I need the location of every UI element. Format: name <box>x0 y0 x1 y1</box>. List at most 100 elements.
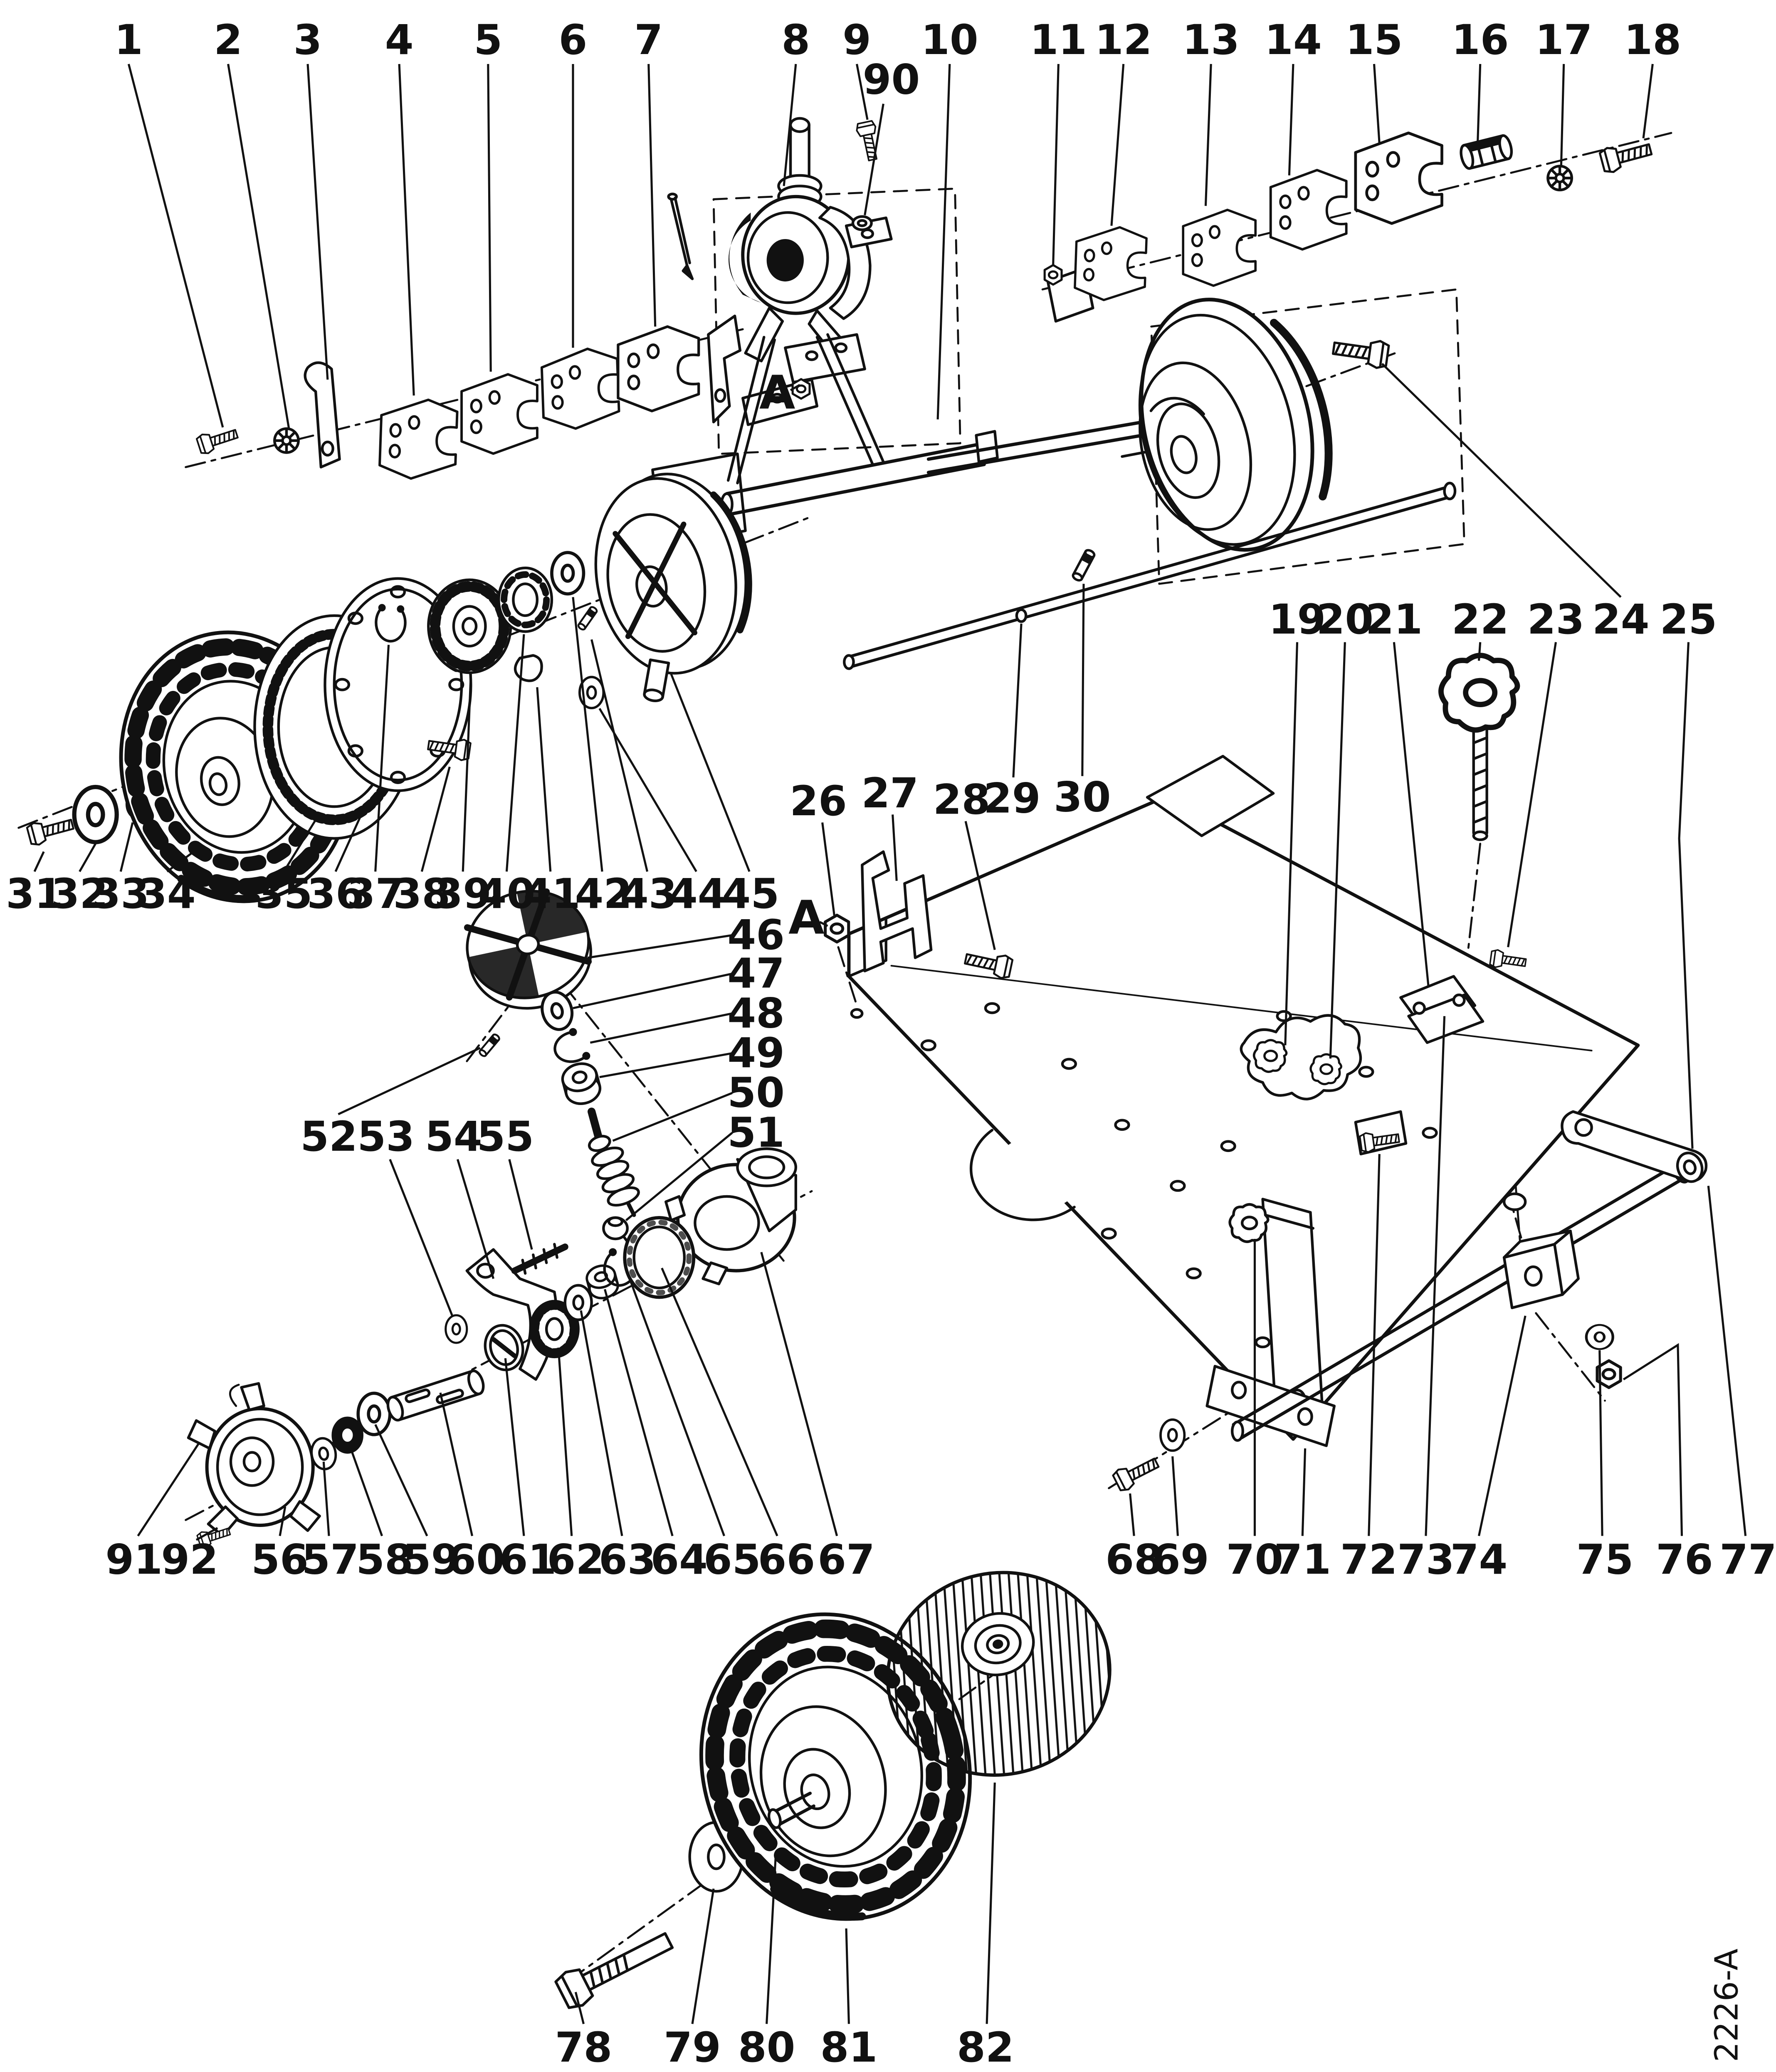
callout-13: 13 <box>1182 16 1240 206</box>
right-drive-wheel <box>1138 298 1333 552</box>
callout-23-text: 23 <box>1527 596 1585 644</box>
callout-80: 80 <box>738 1851 795 2072</box>
callout-45-text: 45 <box>722 870 780 918</box>
callout-52-text: 52 <box>300 1113 358 1161</box>
callout-11: 11 <box>1030 16 1087 266</box>
callout-16: 16 <box>1452 16 1509 146</box>
callout-70-text: 70 <box>1226 1536 1284 1584</box>
callout-42-text: 42 <box>575 870 632 918</box>
callout-30-text: 30 <box>1054 773 1111 821</box>
callout-52-leader-line <box>338 1047 481 1115</box>
callout-59-leader-line <box>374 1424 428 1537</box>
callout-67-leader-line <box>760 1252 838 1537</box>
callout-10: 10 <box>921 16 978 419</box>
callout-42: 42 <box>572 597 632 918</box>
callout-10-text: 10 <box>921 16 978 64</box>
callout-21-text: 21 <box>1366 596 1423 644</box>
callout-79-text: 79 <box>664 2024 721 2072</box>
callout-40: 40 <box>478 634 535 918</box>
callout-3: 3 <box>294 16 329 380</box>
callout-49: 49 <box>599 1029 785 1078</box>
callout-58-leader-line <box>348 1443 383 1537</box>
callout-56-text: 56 <box>251 1536 309 1584</box>
callout-65-text: 65 <box>704 1536 761 1584</box>
callout-30: 30 <box>1054 584 1111 821</box>
callout-72-text: 72 <box>1340 1536 1398 1584</box>
callout-60: 60 <box>439 1392 505 1584</box>
part-2-lock-washer <box>274 429 298 452</box>
callout-62: 62 <box>547 1347 604 1584</box>
ref-label-A-1: A <box>788 891 828 945</box>
callout-28: 28 <box>933 776 996 950</box>
part-63-washer <box>565 1285 592 1320</box>
part-39-gear <box>427 578 512 674</box>
part-40-ratchet-hub <box>497 566 553 633</box>
callout-53-leader-line <box>389 1159 454 1316</box>
callout-16-leader-line <box>1476 64 1482 146</box>
callout-17: 17 <box>1535 16 1592 168</box>
callout-1-leader-line <box>127 64 224 428</box>
callout-69: 69 <box>1152 1456 1209 1584</box>
callout-92: 92 <box>161 1527 218 1584</box>
callout-18-leader-line <box>1642 64 1654 138</box>
callout-49-leader-line <box>599 1052 733 1078</box>
callout-53: 53 <box>357 1113 454 1316</box>
callout-55: 55 <box>477 1113 534 1250</box>
callout-24-text: 24 <box>1592 596 1650 644</box>
callout-92-text: 92 <box>161 1536 218 1584</box>
callout-49-text: 49 <box>727 1029 785 1077</box>
callout-58-text: 58 <box>356 1536 413 1584</box>
callout-36-text: 36 <box>307 870 364 918</box>
part-66-ring-gear <box>623 1216 696 1299</box>
callout-42-leader-line <box>572 597 603 872</box>
callout-8-leader-line <box>783 64 797 186</box>
callout-11-leader-line <box>1052 64 1060 266</box>
callout-15: 15 <box>1346 16 1403 144</box>
callout-69-text: 69 <box>1152 1536 1209 1584</box>
callout-92-leader-line <box>195 1527 218 1541</box>
callout-77: 77 <box>1707 1186 1776 1584</box>
part-90-ring <box>851 215 873 231</box>
fastener-chain-left <box>195 192 699 480</box>
callout-59: 59 <box>374 1424 459 1584</box>
callout-72: 72 <box>1340 1154 1398 1584</box>
part-74-clamp-block <box>1502 1229 1580 1310</box>
callout-37-leader-line <box>374 644 390 872</box>
callout-75-leader-line <box>1598 1350 1603 1536</box>
callout-61: 61 <box>499 1358 556 1584</box>
callout-65: 65 <box>627 1275 761 1584</box>
callout-46-text: 46 <box>727 911 785 959</box>
ref-label-A-0: A <box>759 366 800 420</box>
callout-3-text: 3 <box>294 16 322 64</box>
part-8-gearbox <box>729 117 893 426</box>
callout-23-leader-line <box>1507 642 1557 947</box>
callout-19-text: 19 <box>1269 596 1326 644</box>
deck-holes <box>850 1002 1438 1349</box>
part-48-clip <box>553 1028 590 1063</box>
callout-9: 9 <box>842 16 871 120</box>
callout-91-text: 91 <box>105 1536 163 1584</box>
callout-48: 48 <box>590 989 785 1044</box>
ref-label-A-0-text: A <box>759 366 795 420</box>
callout-55-leader-line <box>508 1159 533 1250</box>
callout-33: 33 <box>92 822 149 918</box>
gear-train-assembly <box>187 1216 696 1550</box>
callout-57: 57 <box>301 1461 359 1584</box>
part-69-washer <box>1161 1420 1184 1451</box>
callout-54-leader-line <box>457 1159 495 1279</box>
part-53-ring <box>446 1315 467 1343</box>
callout-44: 44 <box>598 708 726 918</box>
part-46-pulley-disc <box>464 888 592 1010</box>
part-82-hub-disc <box>886 1571 1112 1777</box>
callout-80-leader-line <box>766 1851 777 2024</box>
part-22-star-knob <box>1441 656 1517 841</box>
part-51-coupler <box>602 1216 633 1248</box>
callout-23: 23 <box>1507 596 1585 947</box>
part-75-washer <box>1586 1325 1613 1349</box>
part-78-axle-bolt <box>554 1932 674 2009</box>
deck-u-cutout <box>969 1129 1076 1221</box>
callout-14: 14 <box>1265 16 1322 175</box>
callout-74-text: 74 <box>1450 1536 1508 1584</box>
callout-7-text: 7 <box>634 16 663 64</box>
